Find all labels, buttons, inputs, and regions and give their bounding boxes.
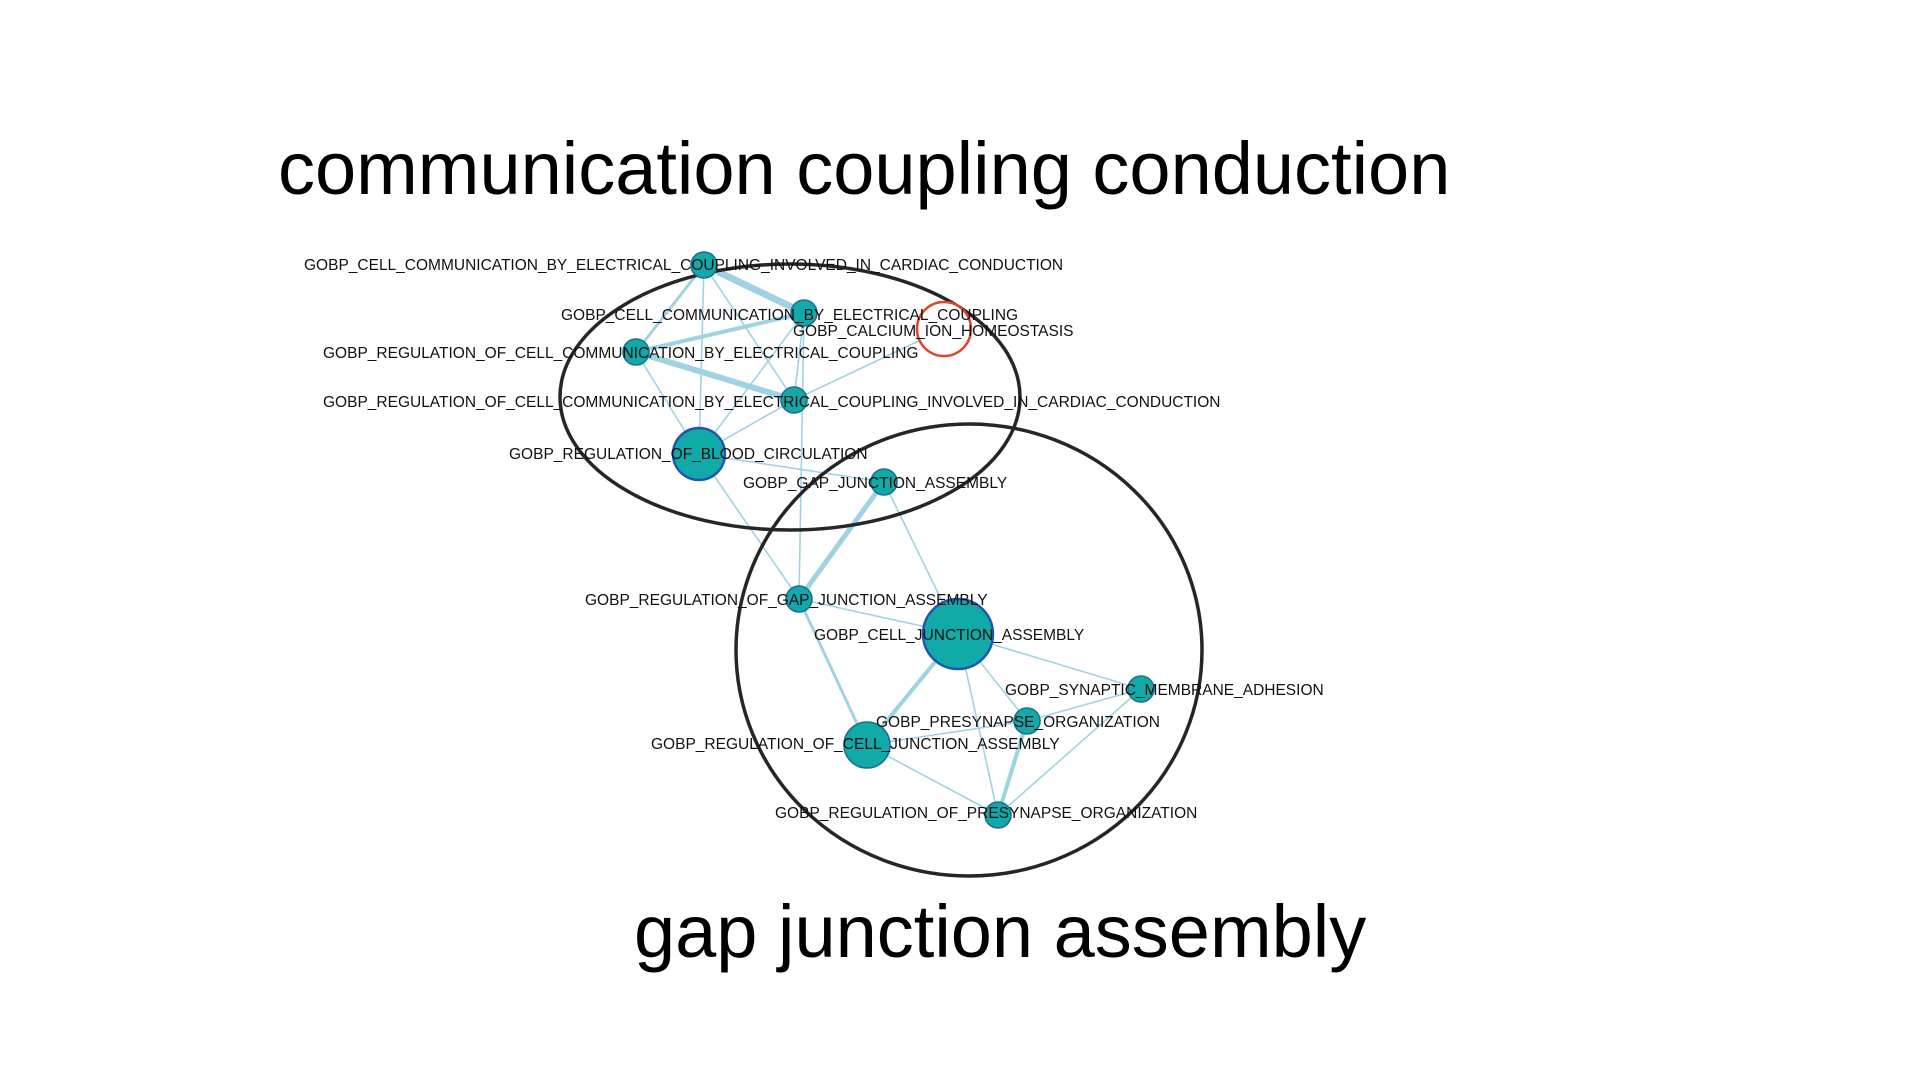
node-label-n5: GOBP_REGULATION_OF_CELL_COMMUNICATION_BY… (323, 394, 1221, 411)
edge-n11-n13 (996, 719, 1029, 817)
cluster-title-c1: communication coupling conduction (278, 127, 1450, 210)
cluster-outline-c1 (558, 262, 1022, 532)
node-label-n11: GOBP_PRESYNAPSE_ORGANIZATION (876, 714, 1160, 731)
node-label-n10: GOBP_SYNAPTIC_MEMBRANE_ADHESION (1005, 682, 1324, 699)
edge-n7-n8 (796, 479, 887, 602)
node-n13[interactable] (984, 801, 1012, 829)
edge-n11-n12 (866, 720, 1028, 746)
node-n3[interactable] (915, 300, 973, 358)
edge-n4-n5 (633, 349, 797, 403)
edge-n8-n12 (797, 597, 869, 747)
node-label-n9: GOBP_CELL_JUNCTION_ASSEMBLY (814, 627, 1084, 644)
node-n11[interactable] (1013, 707, 1041, 735)
edge-n2-n4 (634, 311, 806, 354)
node-n8[interactable] (785, 585, 813, 613)
node-n5[interactable] (780, 386, 808, 414)
node-n4[interactable] (622, 338, 650, 366)
edge-n6-n7 (698, 453, 885, 483)
node-n12[interactable] (843, 721, 891, 769)
cluster-outline-c2 (734, 422, 1204, 878)
node-n7[interactable] (870, 468, 898, 496)
node-n10[interactable] (1127, 675, 1155, 703)
labels-layer: GOBP_CELL_COMMUNICATION_BY_ELECTRICAL_CO… (304, 257, 1324, 822)
edge-n1-n4 (634, 263, 706, 354)
node-label-n12: GOBP_REGULATION_OF_CELL_JUNCTION_ASSEMBL… (651, 736, 1060, 753)
edge-n2-n5 (793, 312, 805, 401)
cluster-title-c2: gap junction assembly (634, 890, 1366, 973)
node-label-n8: GOBP_REGULATION_OF_GAP_JUNCTION_ASSEMBLY (585, 592, 988, 609)
edge-n10-n13 (997, 688, 1142, 816)
node-label-n13: GOBP_REGULATION_OF_PRESYNAPSE_ORGANIZATI… (775, 805, 1197, 822)
node-label-n6: GOBP_REGULATION_OF_BLOOD_CIRCULATION (509, 446, 868, 463)
edge-n12-n13 (866, 744, 999, 816)
node-n1[interactable] (690, 251, 718, 279)
edge-n10-n11 (1026, 688, 1142, 722)
edge-n2-n8 (798, 312, 805, 600)
nodes-layer (622, 251, 1155, 829)
node-label-n7: GOBP_GAP_JUNCTION_ASSEMBLY (743, 475, 1007, 492)
node-n2[interactable] (790, 299, 818, 327)
edge-n2-n6 (698, 312, 805, 455)
titles-layer: communication coupling conduction gap jun… (278, 127, 1450, 973)
node-label-n1: GOBP_CELL_COMMUNICATION_BY_ELECTRICAL_CO… (304, 257, 1063, 274)
node-n9[interactable] (921, 597, 995, 671)
node-label-n4: GOBP_REGULATION_OF_CELL_COMMUNICATION_BY… (323, 345, 918, 362)
node-label-n2: GOBP_CELL_COMMUNICATION_BY_ELECTRICAL_CO… (561, 307, 1018, 324)
node-label-n3: GOBP_CALCIUM_ION_HOMEOSTASIS (793, 323, 1074, 340)
edge-n1-n5 (703, 264, 795, 401)
clusters-layer (558, 262, 1204, 878)
edge-n1-n6 (698, 264, 705, 455)
edge-n1-n2 (700, 261, 808, 317)
node-n6[interactable] (671, 426, 727, 482)
